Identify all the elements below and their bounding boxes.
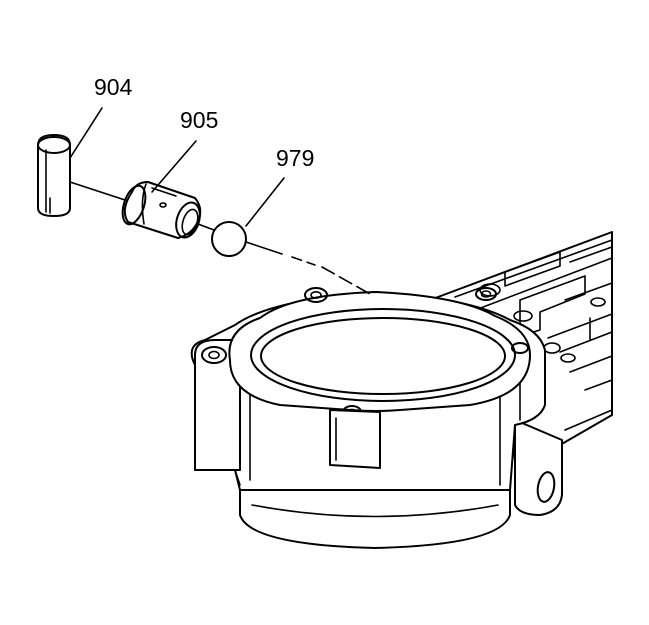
leader-905 (151, 140, 197, 193)
assembly-centerline (69, 181, 371, 295)
sleeve-part-905 (121, 181, 202, 239)
callout-905: 905 (180, 107, 218, 133)
leader-lines (69, 107, 285, 227)
callout-904: 904 (94, 74, 133, 100)
leader-904 (69, 107, 103, 159)
valve-body-housing (190, 231, 613, 549)
callout-979: 979 (276, 145, 314, 171)
leader-979 (245, 177, 285, 227)
plug-part-904 (37, 134, 71, 217)
ball-part-979 (211, 221, 247, 257)
